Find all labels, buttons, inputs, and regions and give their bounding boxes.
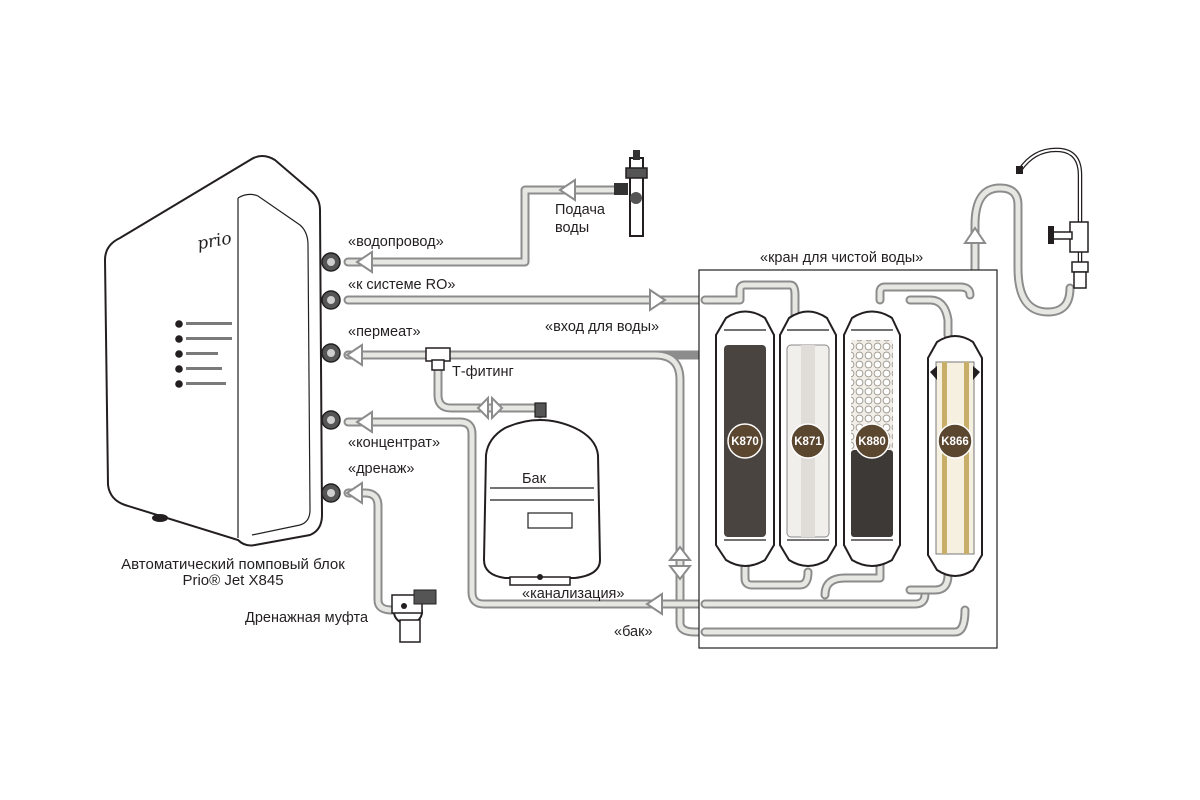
label-to-ro-system: «к системе RO» — [348, 277, 455, 293]
flow-arrows — [345, 178, 987, 616]
arrow-inlet-icon — [649, 288, 667, 312]
drain-coupling-icon — [391, 589, 437, 643]
arrow-tank-down-icon — [667, 565, 693, 581]
filter-k871-label: K871 — [794, 436, 822, 448]
filter-k866: K866 — [927, 335, 983, 577]
pipe-drain — [343, 488, 397, 615]
label-permeate: «пермеат» — [348, 324, 421, 340]
pump-unit-body — [103, 155, 324, 547]
filter-k866-label: K866 — [941, 436, 969, 448]
arrow-tank-up-icon — [667, 545, 693, 561]
arrow-supply-out-icon — [355, 250, 373, 274]
label-t-fitting: Т-фитинг — [452, 364, 514, 380]
label-clean-water-tap: «кран для чистой воды» — [760, 250, 923, 266]
clean-water-faucet-icon — [1016, 147, 1089, 289]
arrow-tap-icon — [963, 226, 987, 244]
arrow-supply-icon — [558, 178, 576, 202]
arrow-tank-b-icon — [491, 395, 504, 421]
label-sewer: «канализация» — [522, 586, 624, 602]
filter-k871-badge — [790, 423, 826, 459]
label-tank-port: «бак» — [614, 624, 653, 640]
arrow-drain-icon — [345, 481, 363, 505]
labels: «водопровод» «к системе RO» «пермеат» «к… — [121, 202, 923, 640]
filter-k870-badge — [727, 423, 763, 459]
label-drain-coupling: Дренажная муфта — [245, 610, 369, 626]
water-supply-valve-icon — [614, 150, 648, 237]
filter-module: K870 K871 K880 — [698, 269, 998, 649]
label-pump-unit-line1: Автоматический помповый блок — [121, 556, 345, 573]
filter-k880-badge — [854, 423, 890, 459]
label-tank: Бак — [522, 471, 547, 487]
pump-unit: prio — [103, 155, 341, 547]
indicator-panel — [175, 320, 232, 388]
arrow-permeate-icon — [345, 343, 363, 367]
filter-k870: K870 — [715, 310, 775, 567]
storage-tank — [482, 402, 602, 586]
pump-ports — [321, 252, 341, 503]
filter-k870-label: K870 — [731, 436, 759, 448]
module-internal-pipes — [700, 280, 975, 637]
t-fitting-icon — [425, 347, 451, 371]
filter-k866-badge — [937, 423, 973, 459]
arrow-tank-a-icon — [476, 395, 489, 421]
filter-k880: K880 — [843, 310, 901, 567]
arrow-sewer-icon — [645, 592, 663, 616]
label-water-supply: Подача воды — [555, 202, 609, 236]
label-concentrate: «концентрат» — [348, 435, 440, 451]
arrow-concentrate-icon — [355, 410, 373, 434]
filter-k880-label: K880 — [858, 436, 886, 448]
filter-k871: K871 — [779, 310, 837, 567]
label-water-inlet: «вход для воды» — [545, 319, 659, 335]
label-drain: «дренаж» — [348, 461, 415, 477]
label-water-supply-line: «водопровод» — [348, 234, 444, 250]
label-pump-unit-line2: Prio® Jet X845 — [182, 572, 283, 589]
